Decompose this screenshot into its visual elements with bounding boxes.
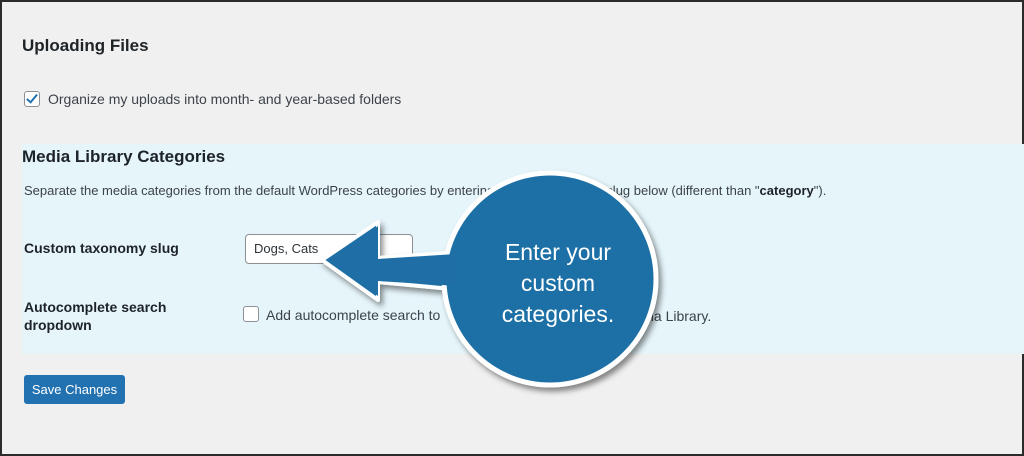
callout-line2: custom	[520, 270, 596, 296]
uploading-files-heading: Uploading Files	[22, 36, 149, 55]
description-start: Separate the media categories from the d…	[24, 183, 495, 198]
checkmark-icon	[26, 91, 38, 104]
autocomplete-option-label-start[interactable]: Add autocomplete search to	[266, 307, 441, 323]
media-categories-description: Separate the media categories from the d…	[24, 183, 826, 198]
callout-line3: categories.	[501, 301, 615, 327]
autocomplete-search-checkbox[interactable]	[243, 306, 259, 322]
description-close: ").	[813, 183, 827, 198]
save-changes-button[interactable]: Save Changes	[24, 375, 125, 404]
custom-taxonomy-slug-input[interactable]: Dogs, Cats	[245, 234, 413, 264]
callout-line1: Enter your	[504, 239, 612, 265]
media-categories-heading: Media Library Categories	[22, 147, 226, 166]
autocomplete-search-label: Autocomplete search dropdown	[24, 298, 166, 334]
custom-taxonomy-slug-label: Custom taxonomy slug	[24, 240, 179, 256]
autocomplete-label-line2: dropdown	[24, 317, 92, 333]
callout-text: Enter your custom categories.	[453, 237, 663, 330]
description-keyword: category	[759, 183, 814, 198]
organize-uploads-label[interactable]: Organize my uploads into month- and year…	[48, 91, 402, 107]
organize-uploads-checkbox[interactable]	[24, 91, 40, 107]
autocomplete-option-label-end[interactable]: dia Library.	[643, 308, 712, 324]
autocomplete-label-line1: Autocomplete search	[24, 299, 167, 315]
description-end: y slug below (different than "	[596, 183, 760, 198]
